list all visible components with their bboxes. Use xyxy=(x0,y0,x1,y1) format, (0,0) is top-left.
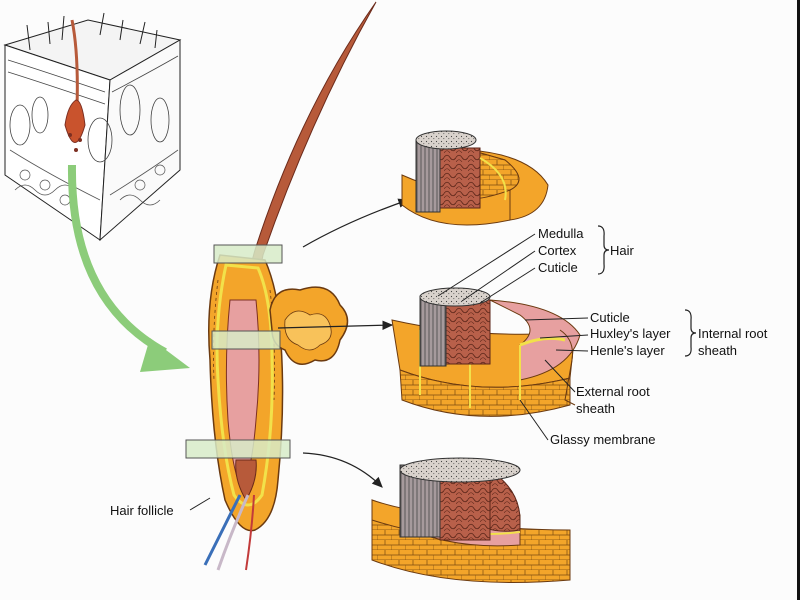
magnify-arrow-head xyxy=(140,338,190,372)
magnify-arrow xyxy=(67,164,167,356)
leader-lines xyxy=(189,233,589,511)
cross-section-middle xyxy=(391,287,581,417)
nerve-white xyxy=(216,494,250,571)
label-external-root-sheath-2: sheath xyxy=(576,401,615,416)
label-cuticle-root: Cuticle xyxy=(590,310,630,325)
hair-follicle xyxy=(208,254,284,532)
label-cortex: Cortex xyxy=(538,243,577,258)
hair-brace xyxy=(597,225,610,275)
section-band-bottom xyxy=(185,439,291,459)
arrow-to-top-section xyxy=(302,198,410,248)
cross-section-bottom xyxy=(371,457,571,583)
skin-block xyxy=(3,12,182,242)
blood-vessel-blue xyxy=(203,494,242,566)
arrow-to-bottom-section xyxy=(302,452,383,488)
label-internal-root-sheath-1: Internal root xyxy=(698,326,768,341)
section-band-top xyxy=(213,244,283,264)
section-band-middle xyxy=(211,330,281,350)
label-hair: Hair xyxy=(610,243,635,258)
label-internal-root-sheath-2: sheath xyxy=(698,343,737,358)
cross-section-top xyxy=(401,130,549,226)
label-huxley-layer: Huxley's layer xyxy=(590,326,671,341)
label-external-root-sheath-1: External root xyxy=(576,384,650,399)
label-hair-follicle: Hair follicle xyxy=(110,503,174,518)
blood-vessel-red xyxy=(245,494,255,571)
label-henle-layer: Henle's layer xyxy=(590,343,665,358)
label-glassy-membrane: Glassy membrane xyxy=(550,432,655,447)
right-edge-border xyxy=(797,0,800,600)
label-cuticle-hair: Cuticle xyxy=(538,260,578,275)
arrow-to-middle-section xyxy=(277,320,394,331)
internal-root-sheath-brace xyxy=(684,309,697,357)
label-medulla: Medulla xyxy=(538,226,584,241)
